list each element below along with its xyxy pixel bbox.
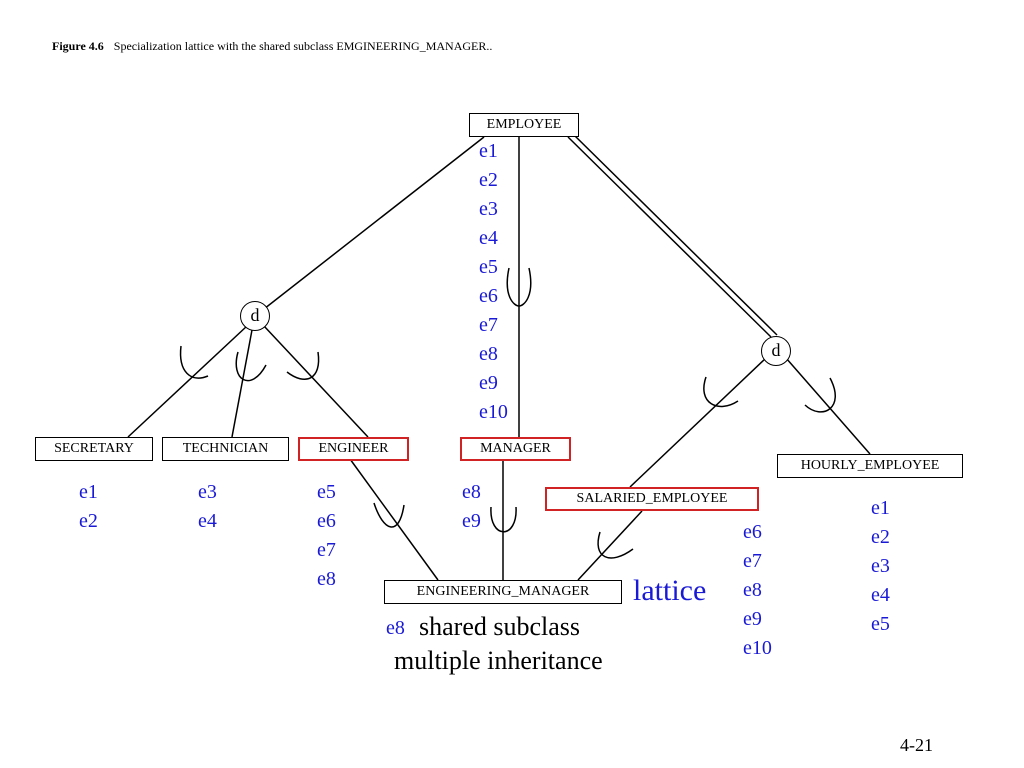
- entity-item: e3: [871, 555, 890, 577]
- page-number: 4-21: [900, 735, 933, 755]
- entities-secretary: e1 e2: [79, 478, 98, 536]
- entities-salaried-employee: e6 e7 e8 e9 e10: [743, 518, 772, 663]
- edge-d2-salaried: [629, 357, 767, 488]
- subset-symbol-engineer-engmgr: [373, 502, 405, 528]
- node-secretary: SECRETARY: [35, 437, 153, 461]
- node-manager: MANAGER: [460, 437, 571, 461]
- subset-symbol-manager: [506, 267, 532, 307]
- subset-symbol-manager-engmgr: [490, 506, 517, 533]
- entities-employee: e1 e2 e3 e4 e5 e6 e7 e8 e9 e10: [479, 137, 508, 427]
- entity-item: e5: [479, 256, 498, 278]
- entity-item: e4: [479, 227, 498, 249]
- figure-label: Figure 4.6: [52, 39, 104, 53]
- entities-engineer: e5 e6 e7 e8: [317, 478, 336, 594]
- annotation-shared-subclass: shared subclass: [419, 612, 581, 641]
- disjoint-circle-left: d: [240, 301, 270, 331]
- entity-item: e10: [743, 637, 772, 659]
- entity-item: e8: [462, 481, 481, 503]
- entity-item: e8: [317, 568, 336, 590]
- entity-item: e1: [871, 497, 890, 519]
- entity-item: e7: [479, 314, 498, 336]
- entity-item: e5: [871, 613, 890, 635]
- entity-item: e9: [462, 510, 481, 532]
- subset-symbol-technician: [235, 351, 267, 382]
- edge-employee-d2-a: [567, 136, 772, 338]
- disjoint-circle-right: d: [761, 336, 791, 366]
- subset-symbol-hourly: [804, 377, 836, 413]
- entity-item: e6: [479, 285, 498, 307]
- entity-item: e1: [79, 481, 98, 503]
- edge-d1-engineer: [263, 325, 369, 438]
- entities-engineering-manager: e8: [386, 614, 405, 643]
- annotation-multiple-inheritance: multiple inheritance: [394, 646, 603, 675]
- entity-item: e2: [871, 526, 890, 548]
- entity-item: e8: [743, 579, 762, 601]
- entity-item: e1: [479, 140, 498, 162]
- figure-caption: Figure 4.6 Specialization lattice with th…: [52, 39, 492, 54]
- entity-item: e2: [79, 510, 98, 532]
- edge-salaried-engmgr: [577, 510, 643, 581]
- entity-item: e6: [317, 510, 336, 532]
- subset-symbol-engineer: [286, 351, 320, 381]
- annotation-lattice: lattice: [633, 574, 707, 607]
- entity-item: e7: [743, 550, 762, 572]
- entities-manager: e8 e9: [462, 478, 481, 536]
- edge-d1-secretary: [127, 325, 248, 438]
- entity-item: e3: [479, 198, 498, 220]
- entities-technician: e3 e4: [198, 478, 217, 536]
- node-engineering-manager: ENGINEERING_MANAGER: [384, 580, 622, 604]
- edge-engineer-engmgr: [349, 458, 439, 581]
- entity-item: e8: [386, 617, 405, 639]
- subset-symbol-secretary: [179, 345, 209, 379]
- node-hourly-employee: HOURLY_EMPLOYEE: [777, 454, 963, 478]
- entity-item: e9: [743, 608, 762, 630]
- edge-d1-technician: [231, 329, 253, 438]
- node-salaried-employee: SALARIED_EMPLOYEE: [545, 487, 759, 511]
- entity-item: e3: [198, 481, 217, 503]
- edge-employee-d2-b: [573, 134, 778, 336]
- edge-employee-d1: [254, 136, 485, 317]
- subset-symbol-salaried: [703, 376, 739, 408]
- entity-item: e9: [479, 372, 498, 394]
- entity-item: e2: [479, 169, 498, 191]
- entity-item: e6: [743, 521, 762, 543]
- node-employee: EMPLOYEE: [469, 113, 579, 137]
- entity-item: e7: [317, 539, 336, 561]
- edge-d2-hourly: [785, 357, 871, 455]
- entity-item: e8: [479, 343, 498, 365]
- node-engineer: ENGINEER: [298, 437, 409, 461]
- node-technician: TECHNICIAN: [162, 437, 289, 461]
- entities-hourly-employee: e1 e2 e3 e4 e5: [871, 494, 890, 639]
- entity-item: e4: [198, 510, 217, 532]
- entity-item: e10: [479, 401, 508, 423]
- subset-symbol-salaried-engmgr: [597, 531, 634, 559]
- figure-caption-text: Specialization lattice with the shared s…: [113, 39, 493, 53]
- entity-item: e4: [871, 584, 890, 606]
- entity-item: e5: [317, 481, 336, 503]
